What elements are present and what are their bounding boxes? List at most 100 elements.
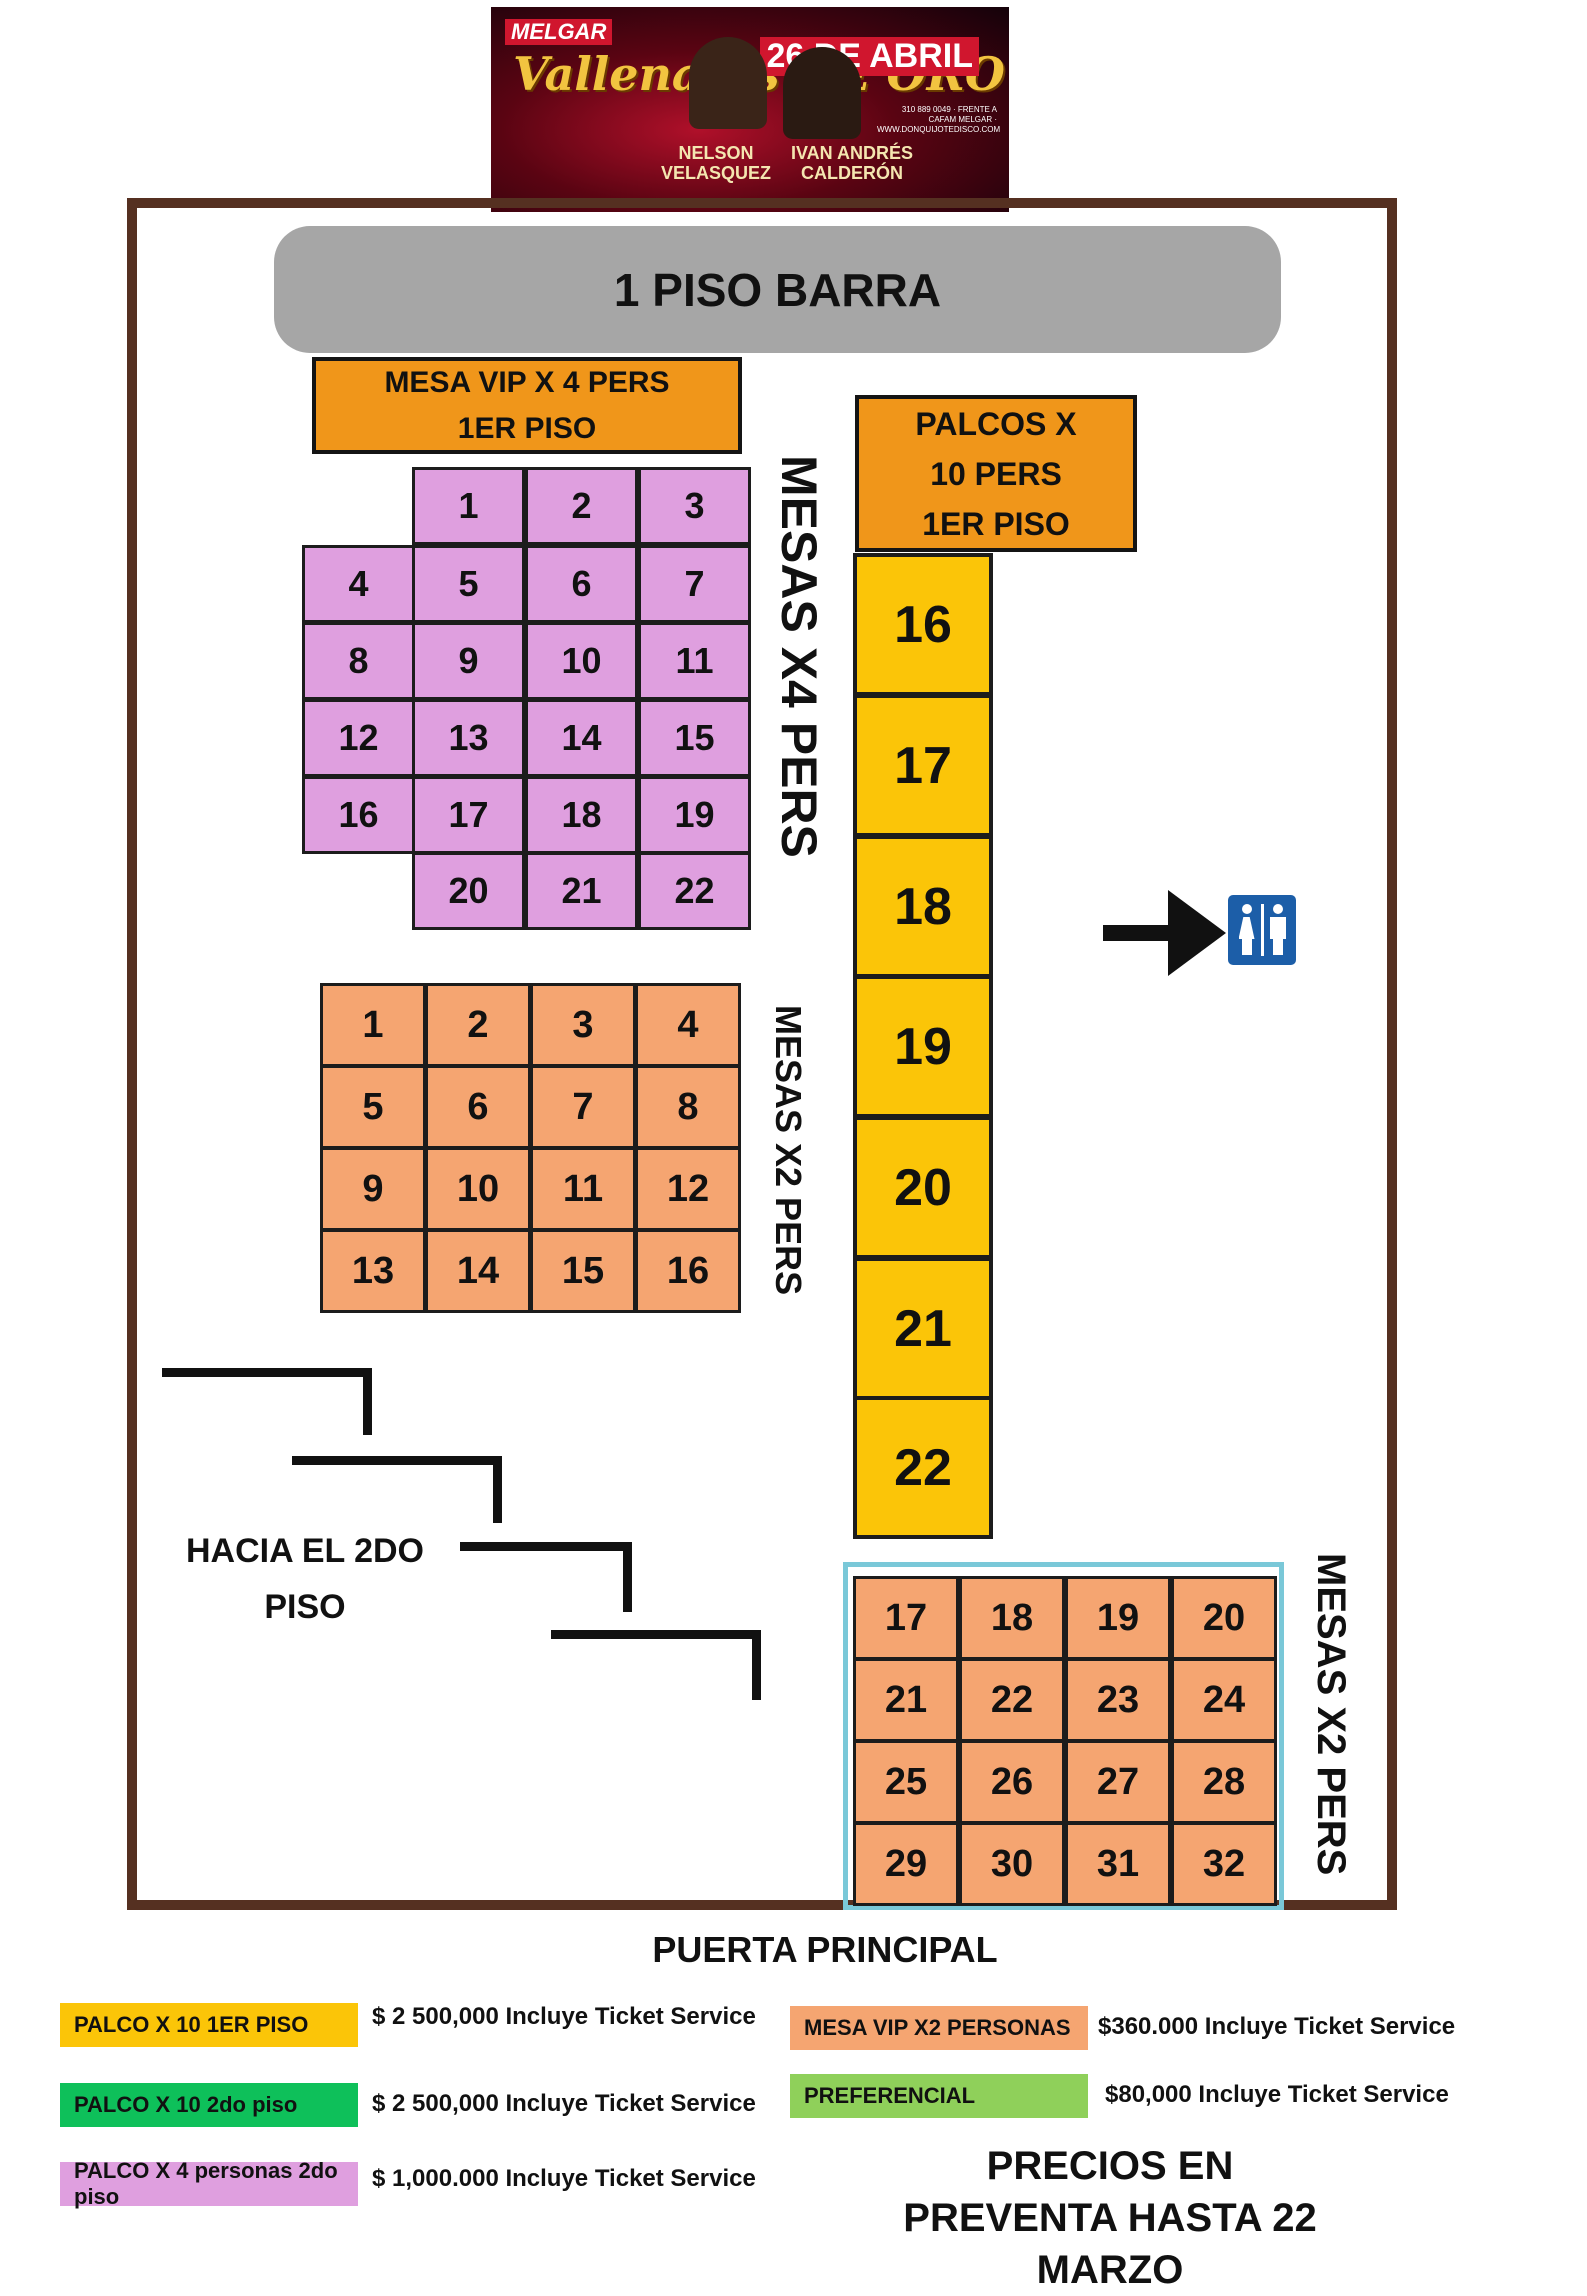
artist-2-photo <box>783 47 861 139</box>
table-x2[interactable]: 29 <box>853 1822 959 1906</box>
table-x2[interactable]: 12 <box>635 1147 741 1231</box>
table-x4[interactable]: 17 <box>412 776 525 854</box>
palco-box[interactable]: 17 <box>853 694 993 837</box>
legend-swatch-palco-2do: PALCO X 10 2do piso <box>60 2083 358 2127</box>
table-x4[interactable]: 9 <box>412 622 525 700</box>
table-x4[interactable]: 6 <box>525 545 638 623</box>
table-x2[interactable]: 10 <box>425 1147 531 1231</box>
table-x2[interactable]: 8 <box>635 1065 741 1149</box>
legend-swatch-mesa-vip: MESA VIP X2 PERSONAS <box>790 2006 1088 2050</box>
legend-price: $360.000 Incluye Ticket Service <box>1098 2013 1456 2040</box>
table-x4[interactable]: 15 <box>638 699 751 777</box>
palcos-header-line-3: 1ER PISO <box>922 505 1070 542</box>
table-x2[interactable]: 2 <box>425 983 531 1067</box>
banner-artist-2: IVAN ANDRÉS CALDERÓN <box>790 143 913 183</box>
palco-box[interactable]: 18 <box>853 835 993 978</box>
table-x4[interactable]: 10 <box>525 622 638 700</box>
table-x2[interactable]: 32 <box>1171 1822 1277 1906</box>
legend-label: MESA VIP X2 PERSONAS <box>804 2015 1071 2040</box>
venue-outline <box>127 198 1397 1910</box>
label-mesas-x2-left: MESAS X2 PERS <box>768 1005 809 1296</box>
palco-box[interactable]: 21 <box>853 1257 993 1400</box>
table-x2[interactable]: 30 <box>959 1822 1065 1906</box>
table-x2[interactable]: 31 <box>1065 1822 1171 1906</box>
stairs-label-line-1: HACIA EL 2DO <box>185 1532 425 1570</box>
event-banner: MELGAR Vallenatos DE ORO 26 DE ABRIL NEL… <box>491 7 1009 212</box>
table-x2[interactable]: 9 <box>320 1147 426 1231</box>
table-x4[interactable]: 3 <box>638 467 751 545</box>
legend-price: $80,000 Incluye Ticket Service <box>1105 2081 1449 2108</box>
restroom-icon <box>1228 895 1296 965</box>
table-x4[interactable]: 4 <box>302 545 415 623</box>
table-x2[interactable]: 5 <box>320 1065 426 1149</box>
table-x2[interactable]: 4 <box>635 983 741 1067</box>
tables-x2-right-block <box>843 1562 1284 1910</box>
table-x2[interactable]: 18 <box>959 1576 1065 1660</box>
table-x2[interactable]: 11 <box>530 1147 636 1231</box>
table-x4[interactable]: 2 <box>525 467 638 545</box>
table-x2[interactable]: 13 <box>320 1229 426 1313</box>
palco-box[interactable]: 16 <box>853 553 993 696</box>
banner-artist-1: NELSON VELASQUEZ <box>661 143 772 183</box>
table-x4[interactable]: 19 <box>638 776 751 854</box>
table-x2[interactable]: 23 <box>1065 1658 1171 1742</box>
table-x2[interactable]: 6 <box>425 1065 531 1149</box>
table-x4[interactable]: 18 <box>525 776 638 854</box>
table-x4[interactable]: 7 <box>638 545 751 623</box>
arrow-shaft <box>1103 925 1173 941</box>
table-x2[interactable]: 3 <box>530 983 636 1067</box>
table-x2[interactable]: 24 <box>1171 1658 1277 1742</box>
preventa-note: PRECIOS EN PREVENTA HASTA 22 MARZO <box>903 2144 1317 2292</box>
palco-box[interactable]: 22 <box>853 1396 993 1539</box>
table-x4[interactable]: 14 <box>525 699 638 777</box>
stair-step-4 <box>551 1630 761 1700</box>
arrow-right-icon <box>1168 890 1226 976</box>
man-icon <box>1268 904 1288 956</box>
table-x2[interactable]: 26 <box>959 1740 1065 1824</box>
table-x2[interactable]: 21 <box>853 1658 959 1742</box>
vip-header-line-1: MESA VIP X 4 PERS <box>384 365 670 399</box>
artist-1-photo <box>689 37 767 129</box>
vip-header: MESA VIP X 4 PERS 1ER PISO <box>312 357 742 454</box>
table-x4[interactable]: 20 <box>412 852 525 930</box>
legend-price: $ 2 500,000 Incluye Ticket Service <box>372 2003 756 2030</box>
legend-label: PREFERENCIAL <box>804 2083 976 2108</box>
banner-info: 310 889 0049 · FRENTE A CAFAM MELGAR · W… <box>877 105 1001 134</box>
table-x2[interactable]: 1 <box>320 983 426 1067</box>
table-x4[interactable]: 5 <box>412 545 525 623</box>
table-x4[interactable]: 11 <box>638 622 751 700</box>
legend-swatch-preferencial: PREFERENCIAL <box>790 2074 1088 2118</box>
table-x2[interactable]: 28 <box>1171 1740 1277 1824</box>
table-x2[interactable]: 7 <box>530 1065 636 1149</box>
vip-header-line-2: 1ER PISO <box>457 411 597 445</box>
table-x2[interactable]: 14 <box>425 1229 531 1313</box>
main-entrance-label: PUERTA PRINCIPAL <box>652 1929 998 1970</box>
table-x4[interactable]: 8 <box>302 622 415 700</box>
stair-step-3 <box>460 1542 632 1612</box>
legend-label: PALCO X 10 1ER PISO <box>74 2012 309 2037</box>
woman-icon <box>1237 904 1257 956</box>
table-x4[interactable]: 16 <box>302 776 415 854</box>
table-x4[interactable]: 21 <box>525 852 638 930</box>
legend-swatch-palco-1er: PALCO X 10 1ER PISO <box>60 2003 358 2047</box>
table-x4[interactable]: 22 <box>638 852 751 930</box>
table-x4[interactable]: 13 <box>412 699 525 777</box>
legend-label: PALCO X 4 personas 2do piso <box>74 2158 338 2209</box>
table-x2[interactable]: 20 <box>1171 1576 1277 1660</box>
stair-step-1 <box>162 1368 372 1435</box>
table-x4[interactable]: 1 <box>412 467 525 545</box>
palco-box[interactable]: 20 <box>853 1116 993 1259</box>
table-x2[interactable]: 16 <box>635 1229 741 1313</box>
table-x2[interactable]: 22 <box>959 1658 1065 1742</box>
label-mesas-x4: MESAS X4 PERS <box>771 455 827 858</box>
table-x2[interactable]: 25 <box>853 1740 959 1824</box>
palco-box[interactable]: 19 <box>853 975 993 1118</box>
table-x2[interactable]: 17 <box>853 1576 959 1660</box>
table-x2[interactable]: 15 <box>530 1229 636 1313</box>
legend-price: $ 1,000.000 Incluye Ticket Service <box>372 2165 756 2192</box>
table-x4[interactable]: 12 <box>302 699 415 777</box>
legend-label: PALCO X 10 2do piso <box>74 2092 298 2117</box>
table-x2[interactable]: 27 <box>1065 1740 1171 1824</box>
table-x2[interactable]: 19 <box>1065 1576 1171 1660</box>
stairs-label-line-2: PISO <box>264 1588 346 1626</box>
